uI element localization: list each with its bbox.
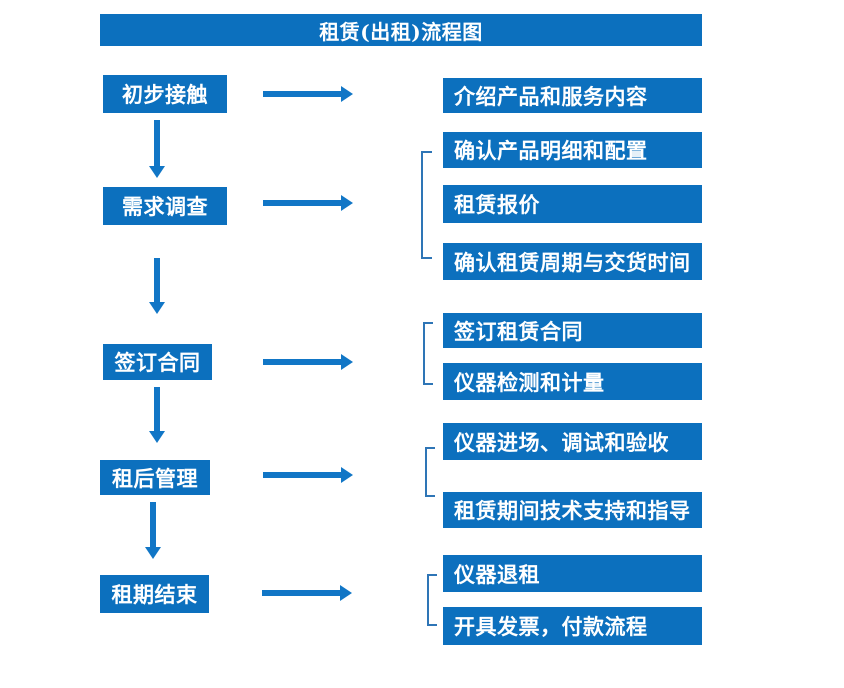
stage-box-sign-contract: 签订合同 (103, 344, 212, 380)
down-arrow-icon (149, 387, 165, 443)
right-arrow-head (340, 585, 352, 601)
down-arrow-head (149, 431, 165, 443)
down-arrow-head (149, 302, 165, 314)
right-arrow-shaft (263, 472, 341, 478)
right-arrow-shaft (263, 91, 341, 97)
down-arrow-icon (149, 258, 165, 314)
detail-box-confirm-product-config: 确认产品明细和配置 (443, 132, 702, 168)
down-arrow-icon (149, 120, 165, 178)
detail-box-rental-quotation: 租赁报价 (443, 185, 702, 223)
right-arrow-head (341, 467, 353, 483)
detail-box-instrument-acceptance: 仪器进场、调试和验收 (443, 423, 702, 460)
detail-box-technical-support: 租赁期间技术支持和指导 (443, 492, 702, 528)
stage-box-demand-survey: 需求调查 (103, 187, 227, 225)
bracket-connector (421, 151, 432, 259)
detail-box-confirm-rental-period: 确认租赁周期与交货时间 (443, 243, 702, 280)
right-arrow-icon (263, 195, 353, 211)
right-arrow-head (341, 354, 353, 370)
down-arrow-shaft (154, 120, 160, 166)
down-arrow-shaft (154, 387, 160, 431)
detail-box-invoice-payment: 开具发票，付款流程 (443, 607, 702, 645)
bracket-connector (427, 574, 437, 626)
flowchart-title: 租赁(出租)流程图 (100, 14, 702, 46)
stage-box-initial-contact: 初步接触 (103, 75, 227, 113)
right-arrow-icon (263, 354, 353, 370)
down-arrow-icon (145, 502, 161, 559)
detail-box-instrument-return: 仪器退租 (443, 555, 702, 592)
bracket-connector (423, 322, 433, 385)
detail-box-introduce-products: 介绍产品和服务内容 (443, 78, 702, 113)
down-arrow-head (149, 166, 165, 178)
right-arrow-icon (263, 86, 353, 102)
right-arrow-shaft (263, 200, 341, 206)
detail-box-sign-rental-contract: 签订租赁合同 (443, 313, 702, 348)
stage-box-rental-end: 租期结束 (100, 575, 209, 613)
stage-box-post-rental-management: 租后管理 (100, 460, 210, 495)
down-arrow-shaft (154, 258, 160, 302)
right-arrow-icon (262, 585, 352, 601)
detail-box-instrument-testing: 仪器检测和计量 (443, 363, 702, 400)
right-arrow-shaft (263, 359, 341, 365)
bracket-connector (425, 447, 435, 497)
right-arrow-head (341, 86, 353, 102)
right-arrow-shaft (262, 590, 340, 596)
down-arrow-shaft (150, 502, 156, 547)
down-arrow-head (145, 547, 161, 559)
right-arrow-icon (263, 467, 353, 483)
right-arrow-head (341, 195, 353, 211)
